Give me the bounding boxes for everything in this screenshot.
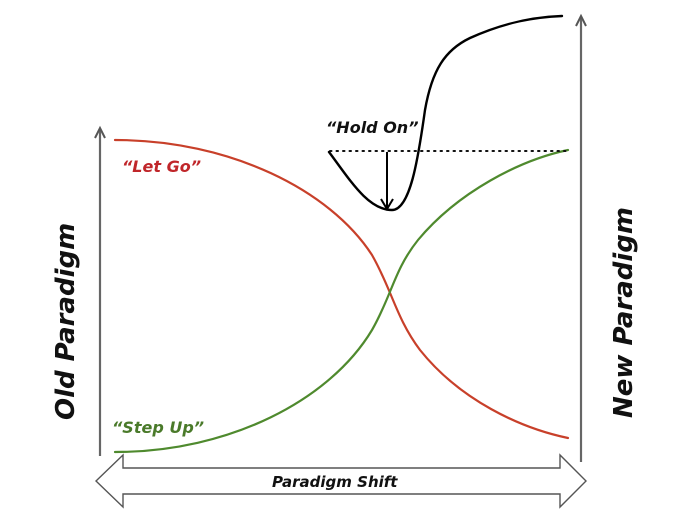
new-paradigm-axis [575,13,587,462]
old-paradigm-label: Old Paradigm [51,223,81,420]
paradigm-shift-double-arrow [94,453,587,509]
hold-on-curve [327,14,564,212]
let-go-label: “Let Go” [122,157,201,176]
dip-down-arrow-icon [380,152,394,211]
paradigm-shift-label: Paradigm Shift [272,473,398,491]
step-up-curve [113,148,570,454]
step-up-label: “Step Up” [112,418,204,437]
old-paradigm-axis [94,125,106,456]
new-paradigm-label: New Paradigm [609,207,639,418]
hold-on-label: “Hold On” [326,118,419,137]
let-go-curve [113,138,570,440]
